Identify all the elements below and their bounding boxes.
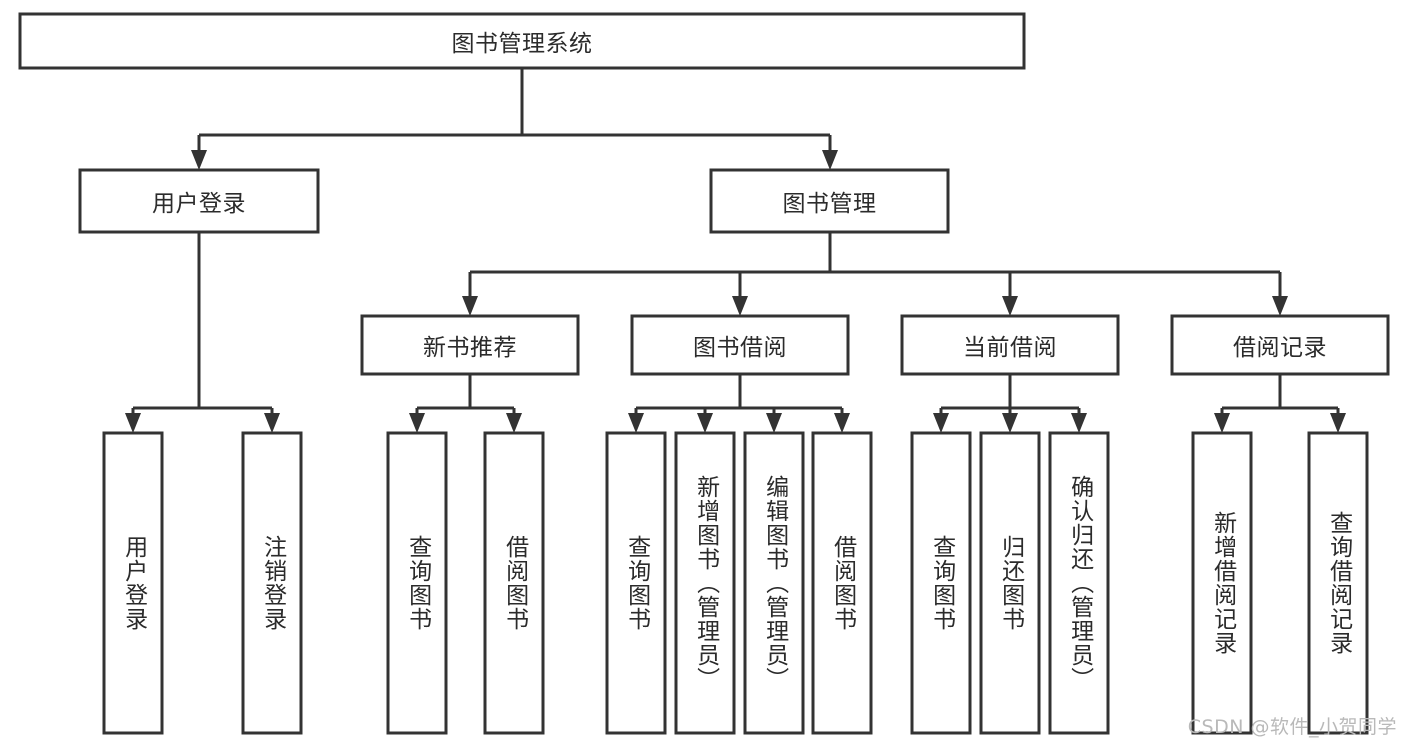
node-box-level3-2[interactable] [900, 314, 1120, 376]
node-box-level4-2[interactable] [386, 431, 448, 735]
connector-current-borrow-to-leaves [933, 374, 1087, 433]
node-box-level4-9[interactable] [979, 431, 1041, 735]
node-box-level4-8[interactable] [910, 431, 972, 735]
node-box-level4-6[interactable] [743, 431, 805, 735]
connector-root-to-level2 [191, 68, 838, 170]
connector-user-login-to-leaves [125, 232, 280, 433]
node-box-level4-11[interactable] [1191, 431, 1253, 735]
node-box-level4-1[interactable] [241, 431, 303, 735]
connector-level2-to-level3 [462, 232, 1288, 316]
node-box-root[interactable] [18, 12, 1026, 70]
node-box-level4-10[interactable] [1048, 431, 1110, 735]
node-box-level4-5[interactable] [674, 431, 736, 735]
connector-new-book-to-leaves [409, 374, 522, 433]
node-box-level3-0[interactable] [360, 314, 580, 376]
node-box-level2-0[interactable] [78, 168, 320, 234]
node-box-level4-3[interactable] [483, 431, 545, 735]
node-box-level3-3[interactable] [1170, 314, 1390, 376]
node-box-level4-0[interactable] [102, 431, 164, 735]
node-box-level4-4[interactable] [605, 431, 667, 735]
connector-borrow-record-to-leaves [1214, 374, 1346, 433]
node-box-level3-1[interactable] [630, 314, 850, 376]
node-box-level4-7[interactable] [811, 431, 873, 735]
connector-book-borrow-to-leaves [628, 374, 850, 433]
csdn-watermark: CSDN @软件_小贺同学 [1187, 716, 1397, 738]
node-box-level4-12[interactable] [1307, 431, 1369, 735]
node-box-level2-1[interactable] [709, 168, 950, 234]
